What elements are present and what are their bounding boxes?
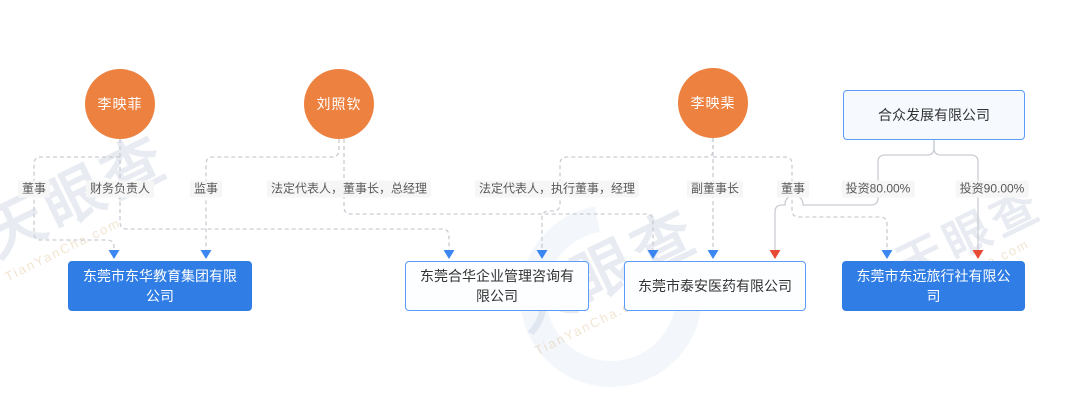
connector-limingfei3-zhixingdongshi-hehua <box>541 138 714 250</box>
company-name: 东莞市东华教育集团有限公司 <box>83 268 237 304</box>
company-name: 合众发展有限公司 <box>878 107 990 123</box>
relationship-label-0: 董事 <box>17 180 51 198</box>
person-name: 李映棐 <box>690 95 736 111</box>
person-name: 李映菲 <box>97 96 143 112</box>
connector-limingfei3-dongshi-dongyuan <box>713 156 888 250</box>
relationship-label-2: 监事 <box>189 180 223 198</box>
relationship-label-3: 法定代表人，董事长，总经理 <box>266 180 432 198</box>
relationship-label-5: 副董事长 <box>686 180 744 198</box>
connector-limingfei-cfo-hehua <box>119 139 450 250</box>
company-name: 东莞市泰安医药有限公司 <box>638 278 792 294</box>
arrowhead-red-hezhong-invest90-dongyuan <box>972 250 984 259</box>
arrowhead-blue-limingfei3-fudongshizhang-taian <box>707 250 719 259</box>
person-name: 刘照钦 <box>316 96 362 112</box>
arrowhead-blue-limingfei3-dongshi-dongyuan <box>881 250 893 259</box>
relationship-label-1: 财务负责人 <box>85 180 155 198</box>
arrowhead-red-hezhong-invest80-taian <box>769 250 781 259</box>
company-node[interactable]: 合众发展有限公司 <box>843 90 1025 140</box>
arrowhead-blue-limingfei-cfo-hehua <box>443 250 455 259</box>
company-node[interactable]: 东莞市泰安医药有限公司 <box>624 261 806 311</box>
connector-liuzhaoqin-dongshizhang-taian <box>343 139 654 250</box>
connector-liuzhaoqin-jianshi-donghua <box>205 139 340 250</box>
arrowhead-blue-liuzhaoqin-dongshizhang-taian <box>647 250 659 259</box>
person-node[interactable]: 李映菲 <box>85 69 155 139</box>
relationship-label-8: 投资90.00% <box>955 180 1029 198</box>
company-node[interactable]: 东莞合华企业管理咨询有限公司 <box>405 261 589 311</box>
company-node[interactable]: 东莞市东远旅行社有限公司 <box>842 261 1025 311</box>
connector-hezhong-invest90-dongyuan <box>933 140 979 250</box>
person-node[interactable]: 李映棐 <box>678 68 748 138</box>
arrowhead-blue-liuzhaoqin-jianshi-donghua <box>200 250 212 259</box>
connector-hezhong-invest80-taian <box>774 140 935 250</box>
arrowhead-blue-limingfei-dongshi-donghua <box>108 250 120 259</box>
relationship-label-6: 董事 <box>776 180 810 198</box>
company-name: 东莞合华企业管理咨询有限公司 <box>420 268 574 304</box>
company-name: 东莞市东远旅行社有限公司 <box>856 268 1011 304</box>
person-node[interactable]: 刘照钦 <box>304 69 374 139</box>
relationship-label-4: 法定代表人，执行董事，经理 <box>474 180 640 198</box>
relationship-label-7: 投资80.00% <box>841 180 915 198</box>
company-node[interactable]: 东莞市东华教育集团有限公司 <box>68 261 252 311</box>
arrowhead-blue-limingfei3-zhixingdongshi-hehua <box>536 250 548 259</box>
connector-limingfei-dongshi-donghua <box>33 156 120 250</box>
